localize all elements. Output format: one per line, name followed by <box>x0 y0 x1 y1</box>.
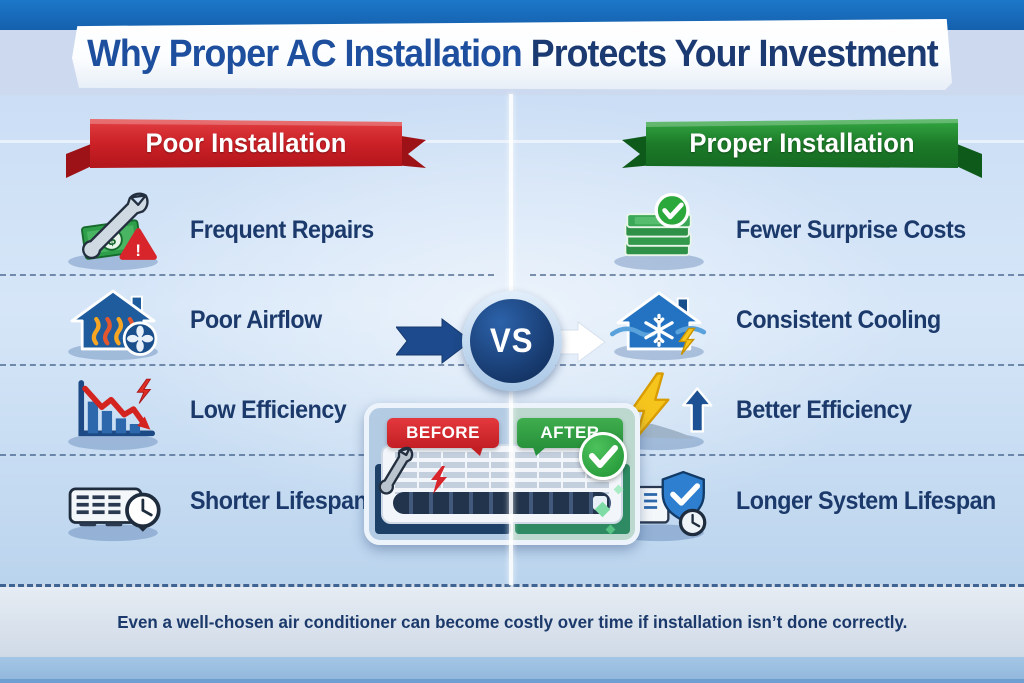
fault-bolt-icon <box>431 466 447 494</box>
poor-installation-list: $ ! Frequent Repairs <box>0 186 494 546</box>
svg-text:!: ! <box>135 241 141 260</box>
list-item-poor-airflow: Poor Airflow <box>0 276 494 366</box>
item-label: Low Efficiency <box>190 395 347 424</box>
item-label: Shorter Lifespan <box>190 486 368 515</box>
item-label: Consistent Cooling <box>736 305 941 334</box>
svg-text:$: $ <box>106 232 117 250</box>
house-snowflake-icon <box>600 278 718 362</box>
proper-installation-ribbon: Proper Installation <box>616 116 988 182</box>
title-accent: Why Proper AC Installation <box>86 33 523 75</box>
red-ribbon-shape <box>66 119 426 178</box>
arrow-into-vs-icon <box>396 318 472 364</box>
ac-vents <box>393 452 611 494</box>
list-item-shorter-lifespan: Shorter Lifespan <box>0 456 494 546</box>
title-banner: Why Proper AC Installation Protects Your… <box>72 19 952 90</box>
item-label: Frequent Repairs <box>190 215 374 244</box>
bottom-edge-strip <box>0 679 1024 683</box>
declining-bar-chart-icon <box>54 368 172 452</box>
green-ribbon-shape <box>622 119 982 178</box>
vs-label: VS <box>490 321 534 360</box>
money-stack-check-icon <box>600 188 718 272</box>
list-item-better-efficiency: Better Efficiency <box>530 366 1024 456</box>
list-item-consistent-cooling: Consistent Cooling <box>530 276 1024 366</box>
footer-note: Even a well-chosen air conditioner can b… <box>116 611 908 632</box>
wrench-money-warning-icon: $ ! <box>54 188 172 272</box>
list-item-fewer-surprise-costs: Fewer Surprise Costs <box>530 186 1024 276</box>
ac-unit-clock-icon <box>54 459 172 543</box>
house-heat-fan-icon <box>54 278 172 362</box>
list-item-low-efficiency: Low Efficiency <box>0 366 494 456</box>
page-title: Why Proper AC Installation Protects Your… <box>87 33 938 76</box>
before-badge: BEFORE <box>387 418 499 456</box>
poor-installation-label: Poor Installation <box>145 128 347 158</box>
list-item-frequent-repairs: $ ! Frequent Repairs <box>0 186 494 276</box>
item-label: Poor Airflow <box>190 305 322 334</box>
vs-badge: VS <box>470 299 554 383</box>
proper-installation-label: Proper Installation <box>689 128 915 158</box>
before-after-panel: BEFORE AFTER <box>364 403 640 545</box>
item-label: Better Efficiency <box>736 395 912 424</box>
item-label: Fewer Surprise Costs <box>736 215 966 244</box>
wrench-icon <box>378 446 414 495</box>
item-label: Longer System Lifespan <box>736 486 996 515</box>
ac-unit-illustration <box>381 444 623 524</box>
title-rest: Protects Your Investment <box>521 33 938 75</box>
footer-caption-band: Even a well-chosen air conditioner can b… <box>0 584 1024 657</box>
check-badge-icon <box>579 432 627 480</box>
poor-installation-ribbon: Poor Installation <box>60 116 432 182</box>
